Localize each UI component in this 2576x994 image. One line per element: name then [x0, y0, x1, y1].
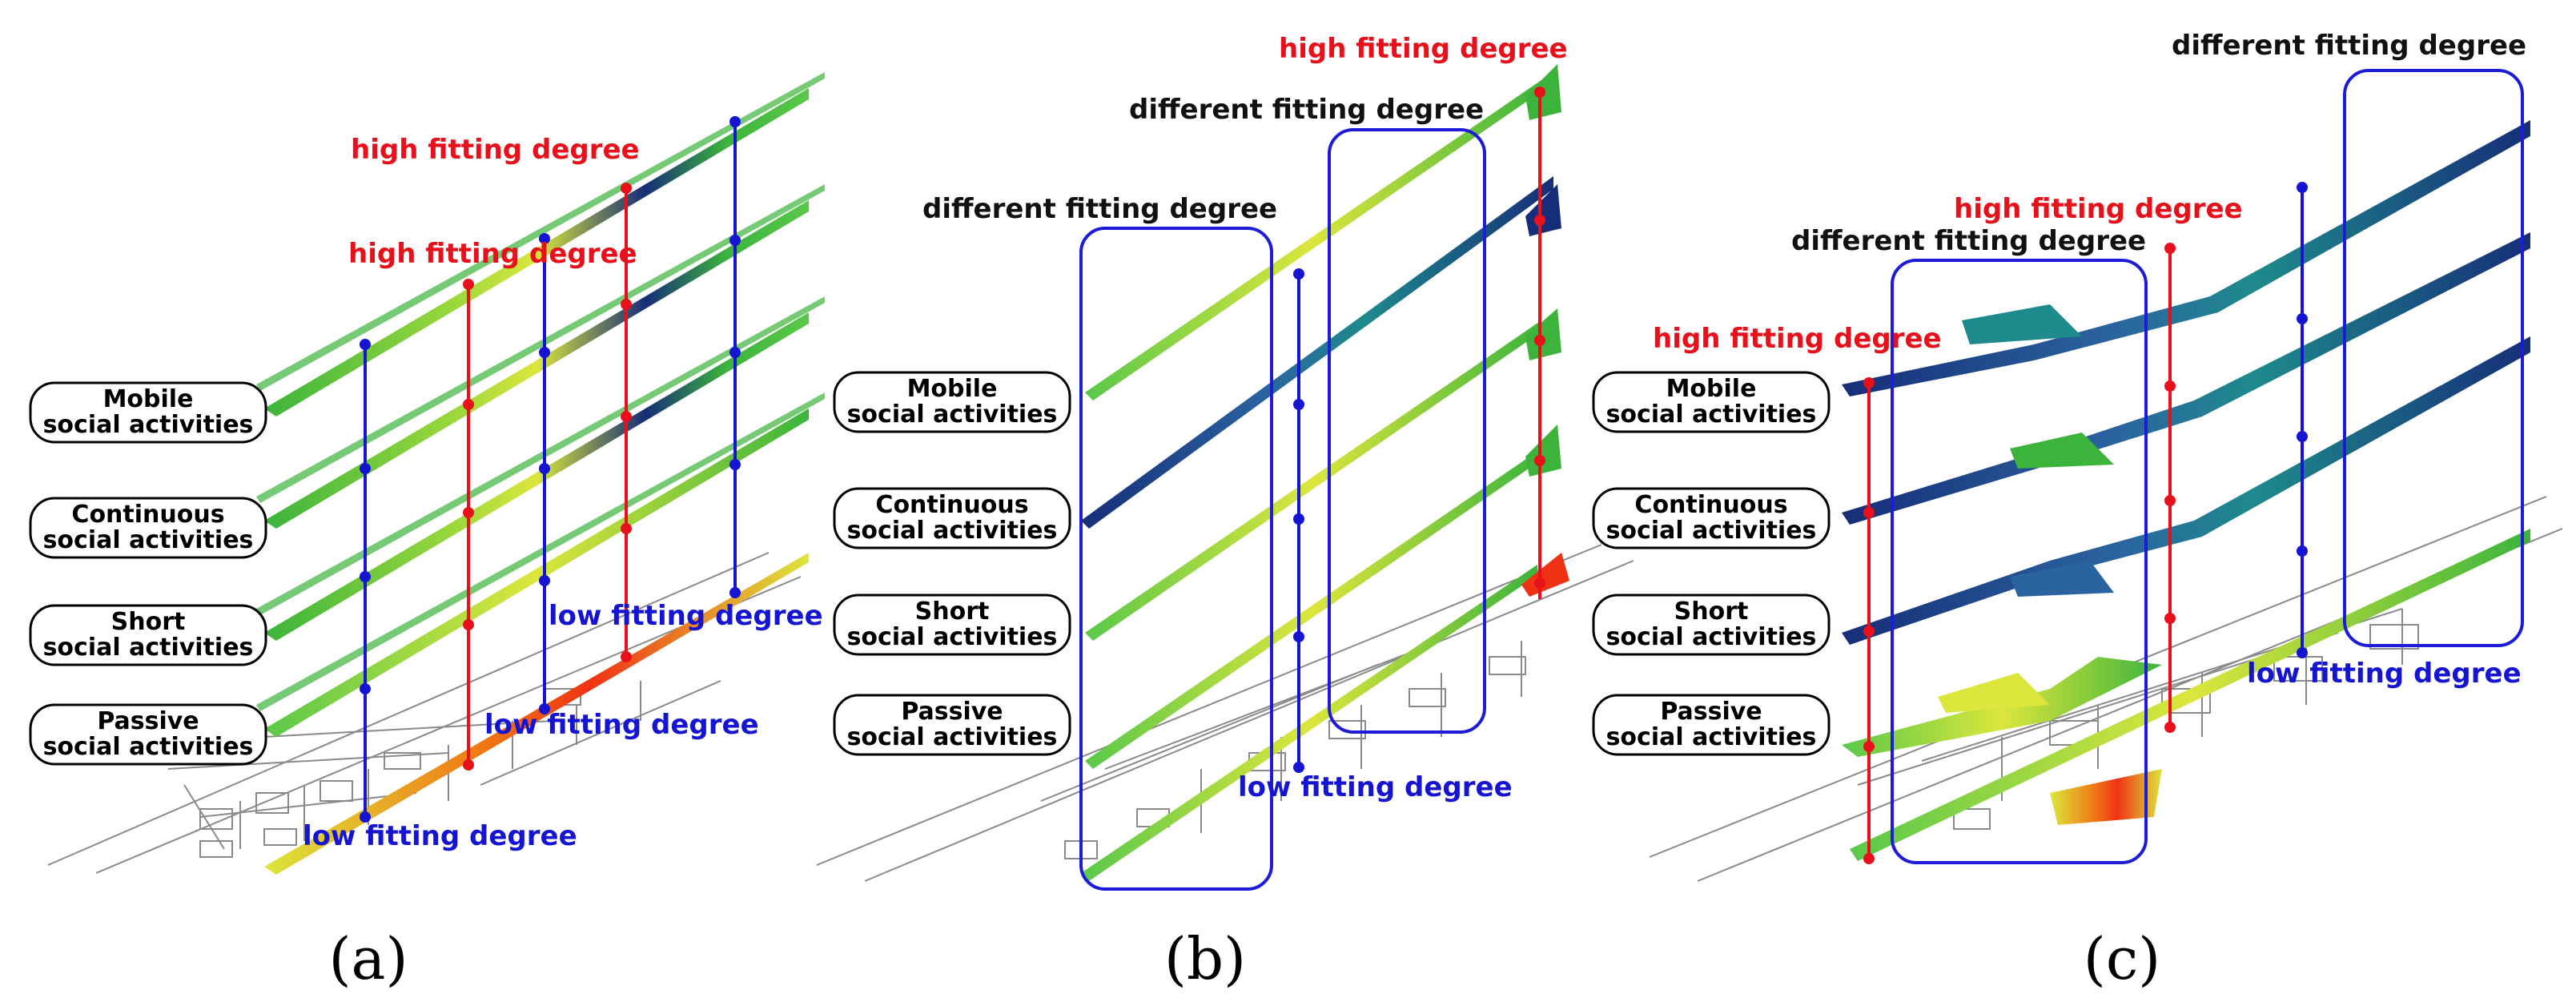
svg-text:social activities: social activities	[43, 526, 254, 554]
layer-strip-short-b	[1085, 320, 1541, 641]
svg-text:social activities: social activities	[1606, 723, 1817, 751]
different-fitting-box	[2343, 69, 2524, 647]
panel-letter-c: (c)	[2084, 925, 2161, 992]
annotation-low: low fitting degree	[1238, 771, 1513, 803]
connector-lines-c	[1863, 182, 2308, 864]
svg-text:social activities: social activities	[1606, 623, 1817, 651]
layer-strip-short-c	[1842, 336, 2530, 645]
layer-label-mobile: Mobile social activities	[833, 371, 1071, 433]
annotation-different: different fitting degree	[2172, 30, 2526, 62]
ground-strip-c	[1850, 529, 2530, 861]
layer-label-short: Short social activities	[1592, 594, 1831, 656]
activity-layers-b	[1081, 64, 1569, 881]
svg-text:Passive: Passive	[901, 698, 1003, 726]
svg-text:social activities: social activities	[847, 400, 1058, 429]
svg-text:Short: Short	[915, 598, 990, 626]
different-fitting-box	[1891, 259, 2148, 864]
svg-text:Continuous: Continuous	[71, 501, 224, 529]
panel-a: high fitting degree high fitting degree …	[29, 72, 825, 992]
layer-strip-mobile-c	[1842, 120, 2530, 396]
different-fitting-box	[1079, 227, 1273, 891]
svg-text:social activities: social activities	[847, 623, 1058, 651]
panel-letter-a: (a)	[328, 925, 408, 992]
layer-label-passive: Passive social activities	[833, 694, 1071, 756]
layer-labels-c: Mobile social activities Continuous soci…	[1592, 371, 1831, 756]
hotspot-c	[2050, 769, 2162, 825]
layer-strip-short-a	[264, 312, 809, 641]
annotation-high: high fitting degree	[1653, 323, 1942, 355]
layer-strip-mobile-a	[264, 88, 809, 417]
annotation-boxes-c	[1891, 69, 2524, 864]
layer-label-short: Short social activities	[29, 604, 267, 666]
layer-strip-passive-b	[1085, 449, 1541, 769]
svg-text:social activities: social activities	[43, 733, 254, 761]
svg-text:social activities: social activities	[1606, 400, 1817, 429]
layer-strip-continuous-c	[1842, 232, 2530, 525]
layer-label-short: Short social activities	[833, 594, 1071, 656]
annotation-low: low fitting degree	[2247, 658, 2522, 690]
ground-strip-b	[1081, 565, 1537, 881]
annotations-b: high fitting degree different fitting de…	[922, 33, 1568, 803]
annotations-a: high fitting degree high fitting degree …	[303, 134, 823, 852]
svg-text:social activities: social activities	[1606, 517, 1817, 545]
layer-strip-passive-a	[264, 408, 809, 737]
different-fitting-box	[1328, 128, 1486, 734]
svg-text:Mobile: Mobile	[103, 385, 194, 413]
panel-b: high fitting degree different fitting de…	[816, 33, 1634, 992]
layer-strip-mobile-b	[1085, 80, 1541, 400]
ground-strip-a	[264, 553, 809, 875]
layer-label-continuous: Continuous social activities	[29, 497, 267, 559]
base-map-a	[47, 552, 802, 874]
svg-text:Passive: Passive	[97, 707, 199, 735]
svg-text:Short: Short	[111, 608, 186, 636]
annotations-c: different fitting degree high fitting de…	[1653, 30, 2526, 690]
annotation-different: different fitting degree	[1129, 94, 1484, 126]
annotation-low: low fitting degree	[303, 820, 577, 852]
layer-label-mobile: Mobile social activities	[1592, 371, 1831, 433]
svg-text:Short: Short	[1674, 598, 1749, 626]
svg-text:social activities: social activities	[43, 411, 254, 439]
panel-letter-b: (b)	[1164, 925, 1246, 992]
layer-label-passive: Passive social activities	[1592, 694, 1831, 756]
svg-text:social activities: social activities	[847, 723, 1058, 751]
annotation-different: different fitting degree	[1791, 225, 2146, 257]
annotation-high: high fitting degree	[348, 238, 637, 270]
hotspot-b	[1521, 553, 1569, 597]
layer-label-continuous: Continuous social activities	[1592, 487, 1831, 549]
layer-strip-continuous-a	[264, 200, 809, 529]
activity-layers-c	[1842, 120, 2530, 861]
annotation-high: high fitting degree	[1954, 193, 2243, 225]
layer-labels-b: Mobile social activities Continuous soci…	[833, 371, 1071, 756]
layer-label-continuous: Continuous social activities	[833, 487, 1071, 549]
svg-text:Passive: Passive	[1660, 698, 1762, 726]
svg-text:social activities: social activities	[43, 634, 254, 662]
connector-lines-a	[360, 116, 741, 823]
annotation-low: low fitting degree	[549, 600, 823, 632]
annotation-high: high fitting degree	[351, 134, 640, 166]
layer-labels-a: Mobile social activities Continuous soci…	[29, 381, 267, 766]
annotation-different: different fitting degree	[922, 193, 1277, 225]
svg-text:Mobile: Mobile	[907, 375, 998, 403]
annotation-low: low fitting degree	[484, 709, 759, 741]
svg-text:social activities: social activities	[847, 517, 1058, 545]
layer-label-passive: Passive social activities	[29, 703, 267, 766]
layer-label-mobile: Mobile social activities	[29, 381, 267, 444]
activity-layers-a	[256, 72, 825, 875]
svg-text:Continuous: Continuous	[1634, 491, 1787, 519]
svg-text:Continuous: Continuous	[875, 491, 1028, 519]
annotation-boxes-b	[1079, 128, 1486, 891]
layer-strip-continuous-b	[1081, 176, 1553, 529]
connector-lines-b	[1293, 87, 1545, 773]
annotation-high: high fitting degree	[1279, 33, 1568, 65]
svg-text:Mobile: Mobile	[1666, 375, 1757, 403]
panel-c: different fitting degree high fitting de…	[1592, 30, 2563, 992]
